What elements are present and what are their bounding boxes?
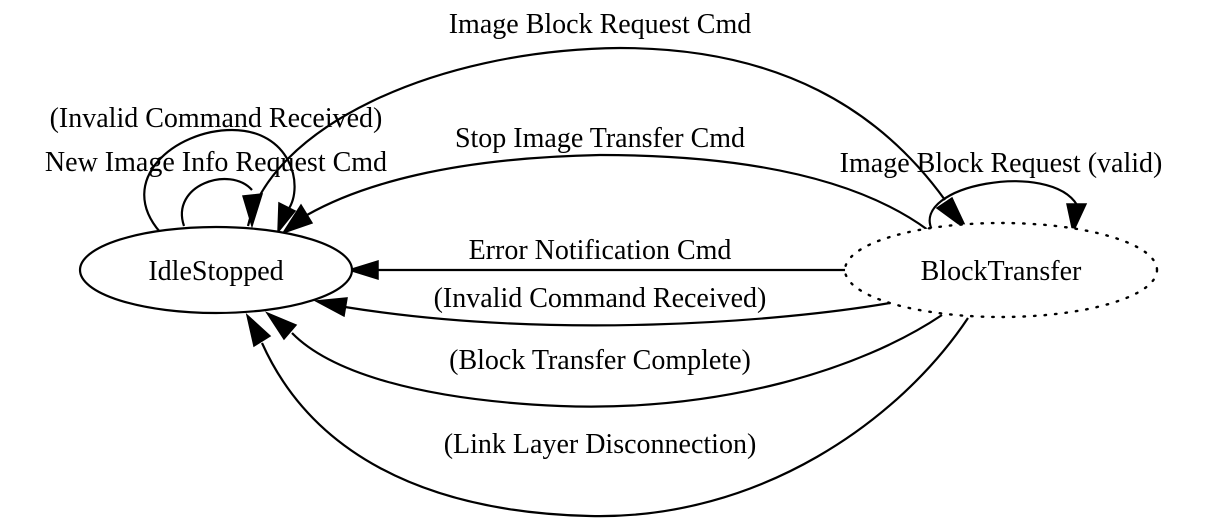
label-error-notification: Error Notification Cmd bbox=[469, 235, 732, 266]
label-block-transfer-complete: (Block Transfer Complete) bbox=[449, 345, 751, 376]
node-idle-stopped bbox=[78, 225, 354, 315]
label-image-block-request-valid: Image Block Request (valid) bbox=[840, 148, 1163, 179]
edge-image-block-request-cmd bbox=[246, 46, 968, 231]
label-image-block-request-cmd: Image Block Request Cmd bbox=[449, 9, 752, 40]
node-block-transfer bbox=[843, 221, 1159, 319]
edge-link-layer-disconnection bbox=[245, 312, 969, 518]
edge-block-transfer-complete bbox=[265, 311, 943, 408]
edge-self-loop-new-image-info bbox=[180, 178, 264, 229]
label-invalid-command-idle: (Invalid Command Received) bbox=[50, 103, 383, 134]
label-invalid-command-block: (Invalid Command Received) bbox=[434, 283, 767, 314]
label-new-image-info-request: New Image Info Request Cmd bbox=[45, 147, 387, 178]
edge-stop-image-transfer bbox=[281, 153, 929, 235]
edge-self-loop-invalid-command bbox=[143, 128, 297, 235]
label-link-layer-disconnection: (Link Layer Disconnection) bbox=[444, 429, 757, 460]
edge-invalid-command-block bbox=[313, 297, 891, 327]
edge-error-notification bbox=[346, 259, 846, 281]
node-idle-stopped-label: IdleStopped bbox=[148, 256, 283, 287]
node-block-transfer-label: BlockTransfer bbox=[921, 256, 1082, 287]
edge-self-loop-block-request-valid bbox=[928, 180, 1088, 235]
label-stop-image-transfer: Stop Image Transfer Cmd bbox=[455, 123, 745, 154]
